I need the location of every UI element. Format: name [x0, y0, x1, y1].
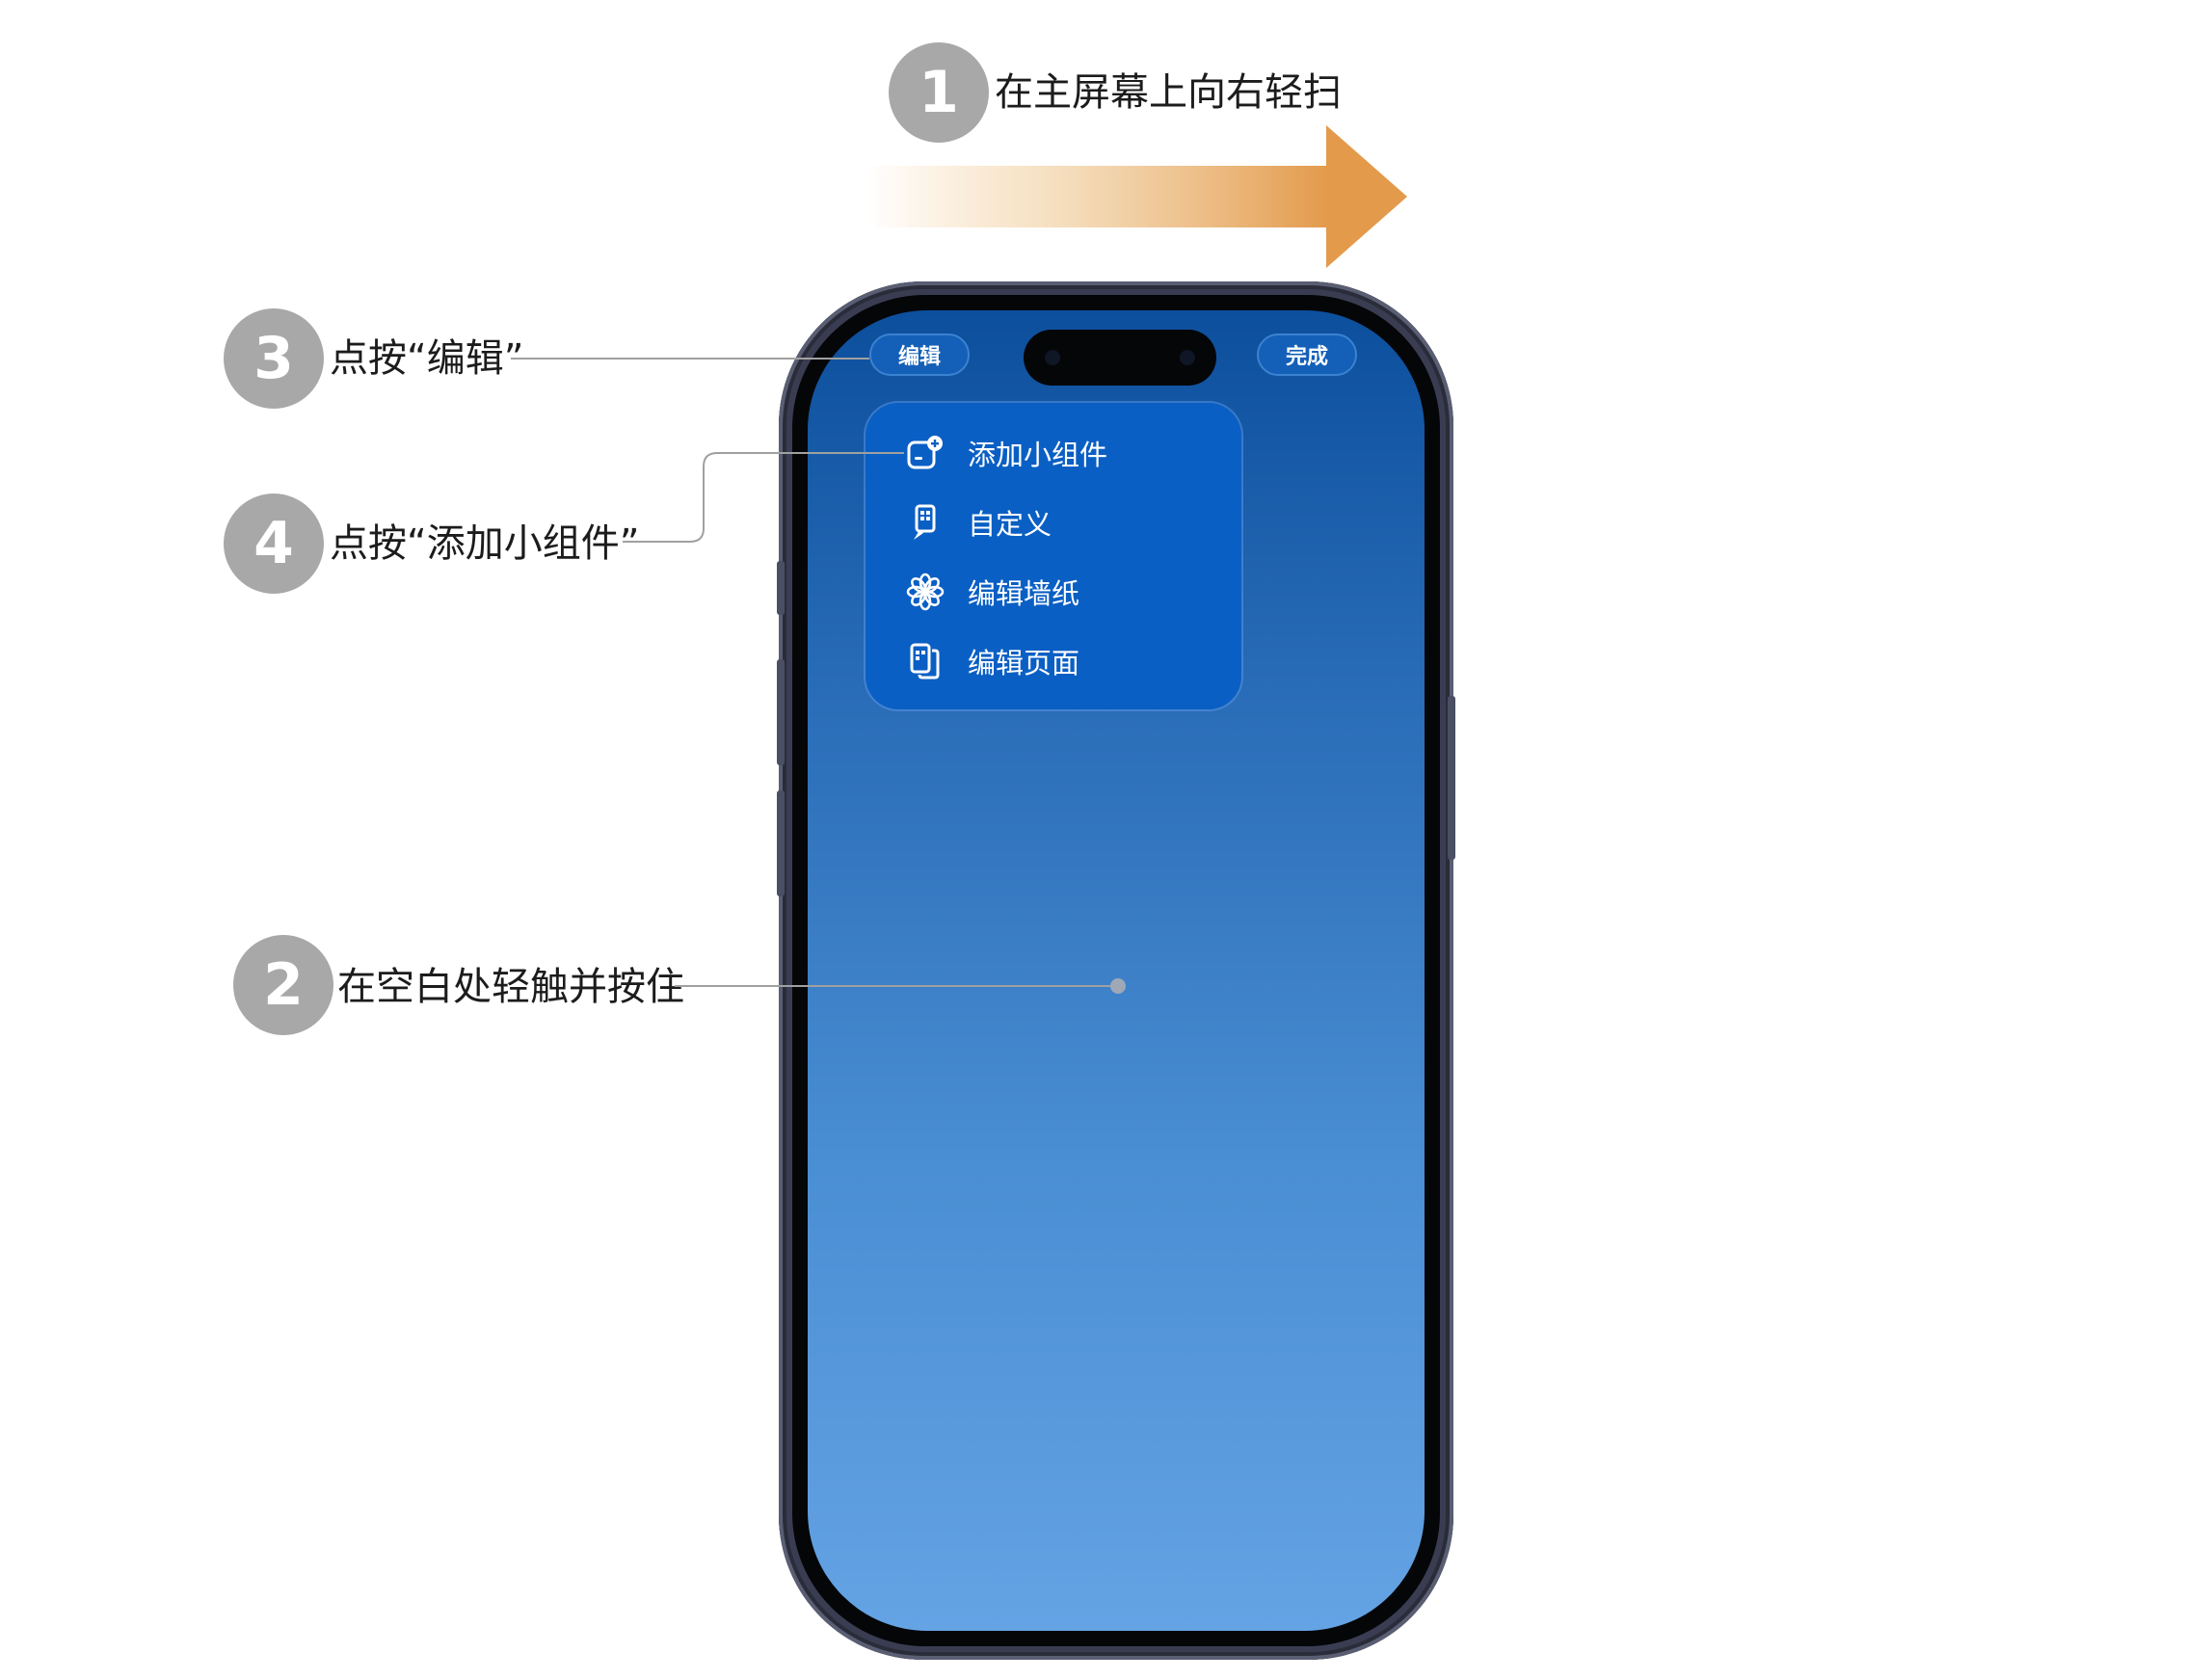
step-number: 1	[919, 59, 959, 126]
step-number: 3	[253, 325, 294, 392]
menu-item-edit-pages[interactable]: 编辑页面	[866, 627, 1241, 696]
touch-point	[1110, 978, 1126, 994]
leader-line-step-4	[623, 452, 904, 543]
swipe-right-arrow	[867, 125, 1407, 268]
done-button[interactable]: 完成	[1257, 333, 1357, 376]
pages-icon	[910, 643, 940, 680]
step-number: 4	[253, 510, 294, 577]
camera-lens-icon	[1045, 350, 1060, 365]
step-3-badge: 3	[224, 308, 324, 409]
menu-item-add-widget[interactable]: 添加小组件	[866, 418, 1241, 488]
step-2-badge: 2	[233, 935, 333, 1035]
menu-label: 编辑墙纸	[968, 577, 1080, 610]
home-screen[interactable]: 编辑 完成 添加小组件 自定义	[808, 310, 1425, 1631]
volume-down-button	[777, 790, 785, 896]
menu-item-edit-wallpaper[interactable]: 编辑墙纸	[866, 557, 1241, 627]
step-4-text: 点按“添加小组件”	[330, 521, 640, 566]
step-1-text: 在主屏幕上向右轻扫	[995, 70, 1342, 115]
step-3-text: 点按“编辑”	[330, 336, 524, 381]
add-widget-icon	[907, 436, 943, 469]
menu-label: 添加小组件	[968, 439, 1108, 471]
menu-label: 自定义	[968, 508, 1052, 541]
step-number: 2	[263, 951, 304, 1019]
sensor-icon	[1180, 350, 1195, 365]
action-button	[777, 561, 785, 615]
side-button	[1448, 696, 1455, 860]
step-2-text: 在空白处轻触并按住	[337, 965, 684, 1009]
edit-button[interactable]: 编辑	[869, 333, 970, 376]
customize-icon	[914, 504, 936, 540]
dynamic-island	[1024, 330, 1216, 386]
flower-icon	[906, 573, 945, 611]
step-4-badge: 4	[224, 493, 324, 594]
volume-up-button	[777, 659, 785, 765]
step-1-badge: 1	[889, 42, 989, 143]
edit-menu: 添加小组件 自定义	[866, 403, 1241, 709]
menu-item-customize[interactable]: 自定义	[866, 488, 1241, 557]
menu-label: 编辑页面	[968, 647, 1080, 680]
